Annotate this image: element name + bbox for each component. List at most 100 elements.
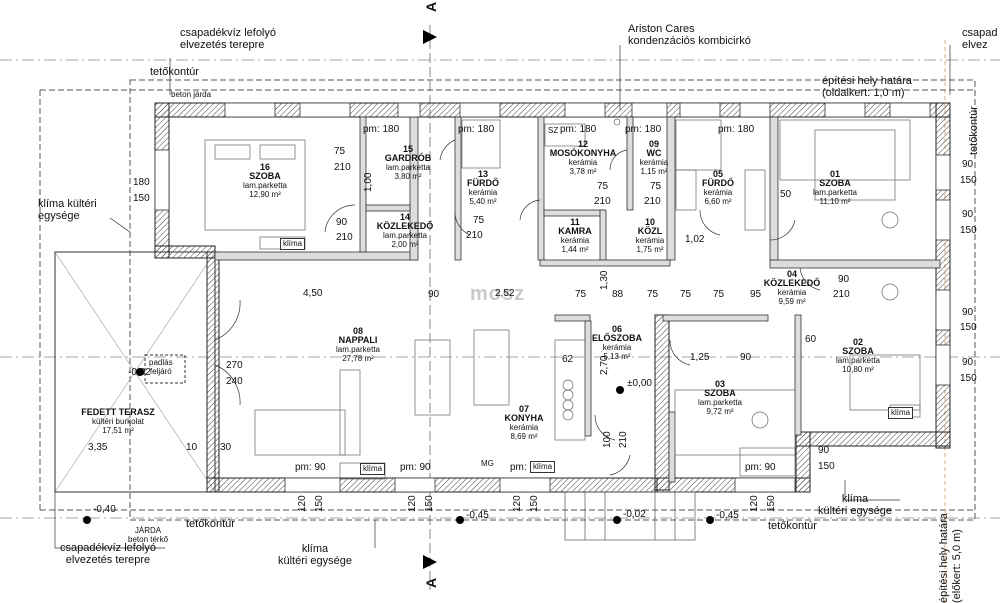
dim-75: 75 — [575, 289, 587, 300]
section-arrow-bottom — [423, 555, 437, 569]
dim-210: 210 — [466, 230, 483, 241]
dim-10: 10 — [186, 442, 198, 453]
level-markers — [83, 368, 714, 524]
gutter-callout-bottom-left: csapadékvíz lefolyó elvezetés terepre — [60, 542, 156, 566]
dim-335: 3,35 — [88, 442, 108, 453]
dim-75: 75 — [597, 181, 609, 192]
window-label: pm: 180 — [363, 124, 400, 135]
dim-75: 75 — [650, 181, 662, 192]
dim-150-right: 150 — [960, 225, 977, 236]
dim-270: 270 — [226, 360, 243, 371]
dim-62: 62 — [562, 354, 574, 365]
dim-210: 210 — [644, 196, 661, 207]
dim-120: 120 — [407, 495, 418, 512]
leader-lines — [54, 45, 951, 549]
section-label-top: A — [423, 1, 439, 12]
dim-210: 210 — [334, 162, 351, 173]
dim-150-right: 150 — [960, 322, 977, 333]
roof-outline — [39, 79, 976, 521]
attic-hatch-label: padlás feljáró — [149, 358, 173, 376]
dim-120: 120 — [749, 495, 760, 512]
dim-150: 150 — [133, 193, 150, 204]
dim-100: 100 — [602, 431, 613, 448]
window-label: pm: 90 — [745, 462, 776, 473]
gutter-callout-top-right: csapad elvez — [962, 27, 998, 51]
ac-indoor-label: klíma — [888, 407, 914, 419]
dim-95: 95 — [750, 289, 762, 300]
dim-210: 210 — [833, 289, 850, 300]
ac-indoor-label: klíma — [280, 238, 306, 250]
windows-bottom — [154, 149, 951, 493]
roof-outline-label-top: tetőkontúr — [150, 66, 199, 78]
ac-callout-right: klíma kültéri egysége — [818, 493, 892, 517]
level-walk-right: -0,45 — [716, 510, 739, 521]
dim-150: 150 — [766, 495, 777, 512]
dim-90-right: 90 — [962, 357, 974, 368]
dim-100b: 1,00 — [363, 172, 374, 192]
dim-210: 210 — [336, 232, 353, 243]
dim-90-right: 90 — [962, 209, 974, 220]
dim-50: 50 — [780, 189, 792, 200]
watermark: mosz — [470, 283, 526, 305]
dim-120: 120 — [297, 495, 308, 512]
section-arrow-top — [423, 30, 437, 44]
level-walk-mid: -0,45 — [466, 510, 489, 521]
windows-top — [224, 102, 931, 118]
level-walk-left: -0,40 — [93, 504, 116, 515]
boiler-callout: Ariston Cares kondenzációs kombicirkó — [628, 23, 751, 47]
inner-walls — [214, 116, 941, 483]
roof-outline-label-bottom-1: tetőkontúr — [186, 518, 235, 530]
dim-450: 4,50 — [303, 288, 323, 299]
dim-30: 30 — [220, 442, 232, 453]
level-entry: ±0,00 — [627, 378, 652, 389]
door-swings — [214, 139, 821, 476]
dim-150-br: 150 — [818, 461, 835, 472]
dim-252: 2,52 — [495, 288, 515, 299]
ac-callout-left: klíma kültéri egysége — [38, 198, 97, 222]
ac-indoor-label: klíma — [530, 461, 556, 473]
window-label: pm: 90 — [400, 462, 431, 473]
dim-150: 150 — [424, 495, 435, 512]
ac-indoor-label: klíma — [360, 463, 386, 475]
entry-steps — [564, 491, 696, 541]
dim-90: 90 — [336, 217, 348, 228]
dishwasher-label: MG — [481, 459, 494, 468]
dim-210: 210 — [594, 196, 611, 207]
dim-75: 75 — [334, 146, 346, 157]
concrete-walk-label: beton járda — [171, 90, 212, 99]
building-limit-label: építési hely határa (oldalkert: 1,0 m) — [822, 75, 912, 99]
window-label: pm: 180 — [560, 124, 597, 135]
dim-180: 180 — [133, 177, 150, 188]
window-label: pm: 90 — [510, 462, 541, 473]
dim-210: 210 — [618, 431, 629, 448]
dim-60: 60 — [805, 334, 817, 345]
dim-125: 1,25 — [690, 352, 710, 363]
building-limit-label-bottom: építési hely határa (előkert: 5,0 m) — [938, 513, 963, 603]
dim-150: 150 — [314, 495, 325, 512]
ac-callout-bottom: klíma kültéri egysége — [278, 543, 352, 567]
window-label: pm: 180 — [625, 124, 662, 135]
window-label: pm: 180 — [458, 124, 495, 135]
section-label-bottom: A — [423, 577, 439, 588]
roof-outline-label-right: tetőkontúr — [968, 106, 980, 155]
window-label: pm: 180 — [718, 124, 755, 135]
dim-75: 75 — [713, 289, 725, 300]
dim-88: 88 — [612, 289, 624, 300]
dim-90-br: 90 — [818, 445, 830, 456]
dim-90-right: 90 — [962, 307, 974, 318]
dim-120: 120 — [512, 495, 523, 512]
gutter-callout-top-left: csapadékvíz lefolyó elvezetés terepre — [180, 27, 276, 51]
